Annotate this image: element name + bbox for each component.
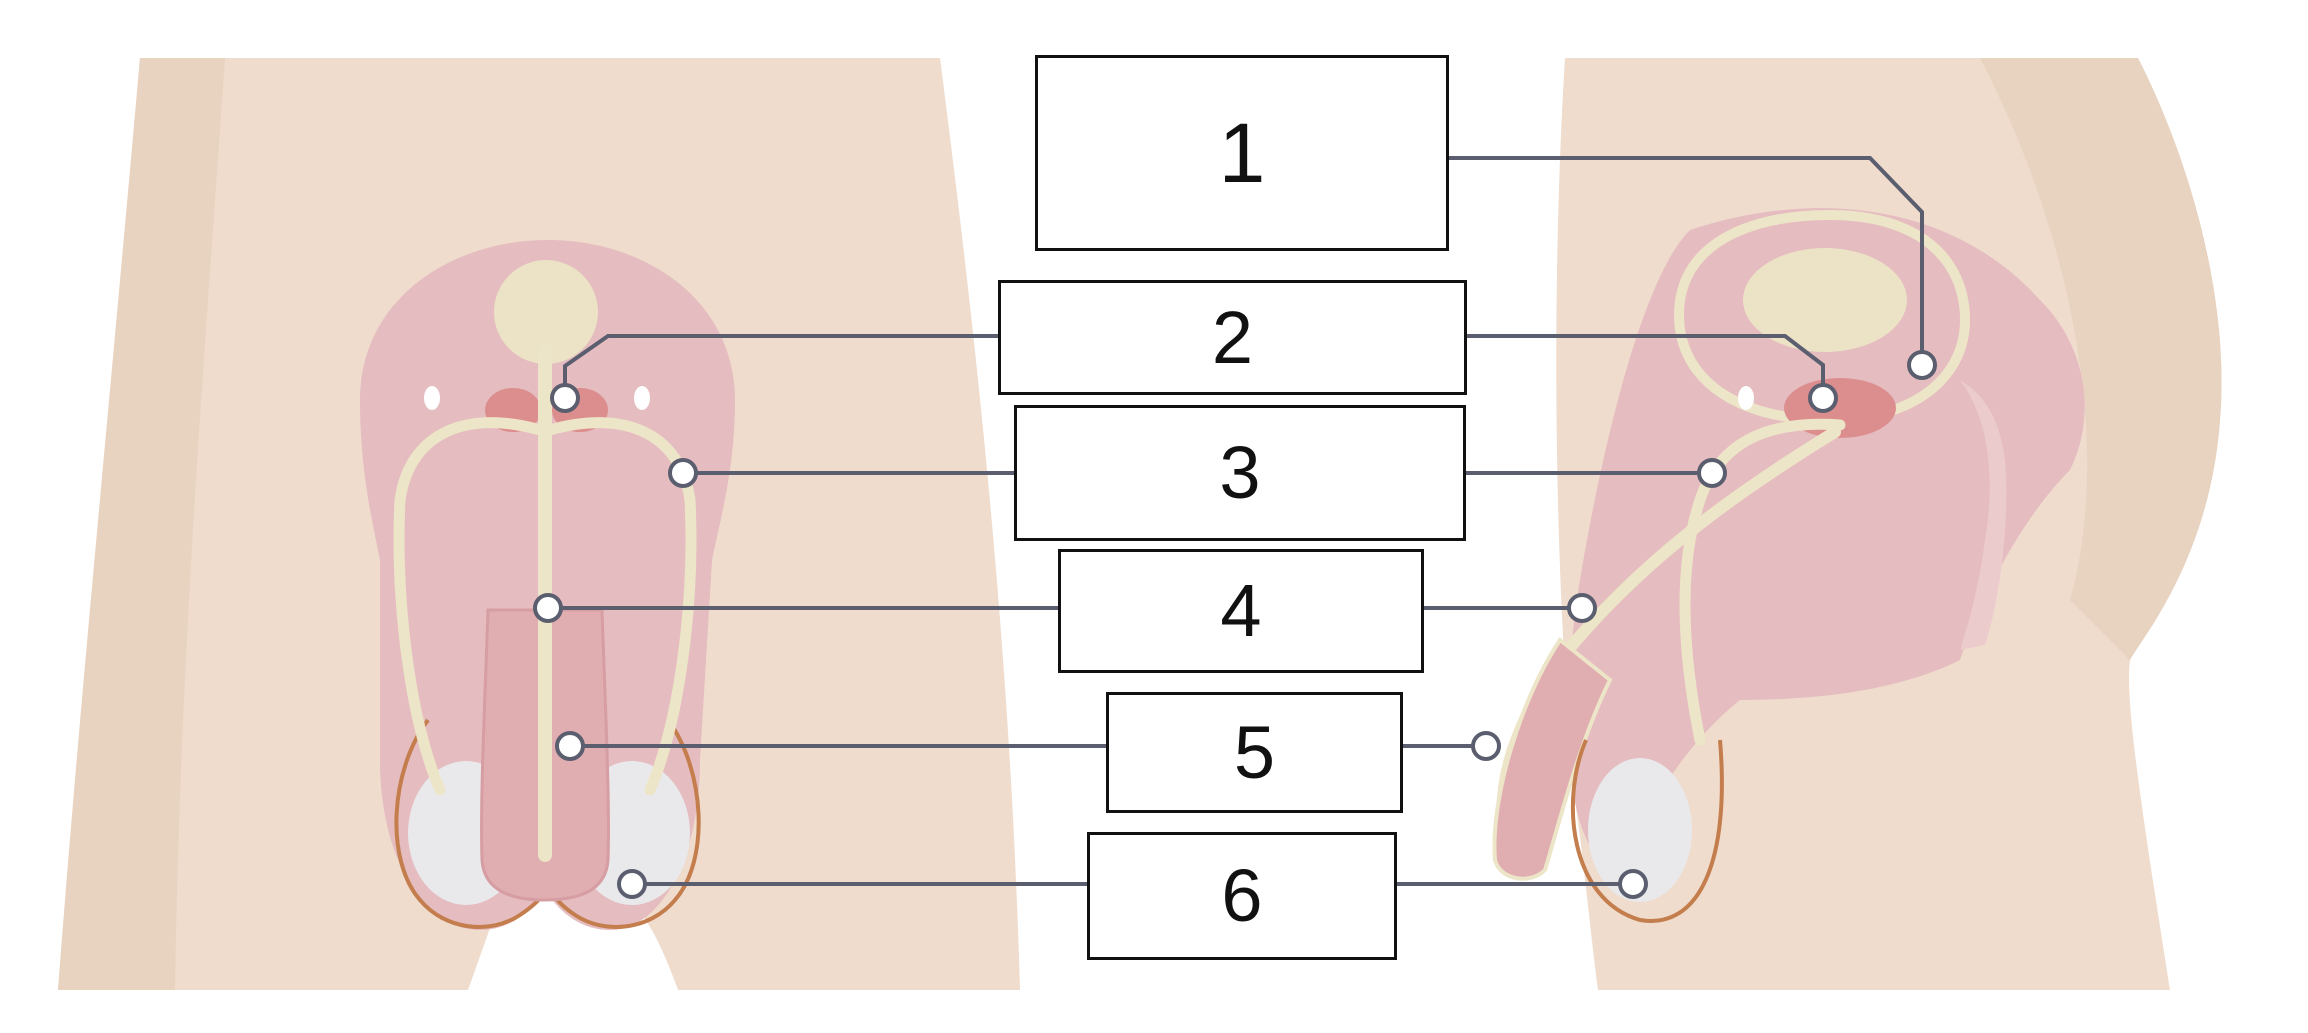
label-box-1[interactable]: 1 <box>1035 55 1449 251</box>
side-body-shade <box>1980 58 2222 660</box>
front-vas-deferens-left <box>393 417 546 796</box>
label-text-5: 5 <box>1233 710 1276 794</box>
side-bladder-outline <box>1674 209 1971 426</box>
side-view <box>1492 58 2222 990</box>
marker-1-side <box>1907 350 1937 380</box>
marker-4-front <box>533 593 563 623</box>
front-view <box>58 58 1020 990</box>
marker-5-side <box>1471 731 1501 761</box>
label-box-5[interactable]: 5 <box>1106 692 1403 813</box>
marker-3-side <box>1697 458 1727 488</box>
front-seminal-vesicle-left <box>424 386 440 410</box>
side-seminal-vesicle <box>1738 386 1754 410</box>
marker-2-side <box>1808 383 1838 413</box>
label-text-2: 2 <box>1211 295 1254 379</box>
marker-6-front <box>617 869 647 899</box>
side-testis <box>1588 758 1692 902</box>
side-tissue-highlight <box>1960 380 2007 650</box>
leader-line-1-right <box>1449 156 1924 365</box>
leader-line-2-right <box>1467 334 1825 398</box>
leader-endpoints <box>533 350 1937 899</box>
label-box-4[interactable]: 4 <box>1058 549 1424 673</box>
side-vas-deferens <box>1679 418 1846 746</box>
leader-line-2-left <box>563 334 998 398</box>
marker-3-front <box>668 458 698 488</box>
label-text-1: 1 <box>1218 106 1266 200</box>
marker-6-side <box>1618 869 1648 899</box>
front-body-shade <box>58 58 225 990</box>
label-box-6[interactable]: 6 <box>1087 832 1397 960</box>
label-text-3: 3 <box>1219 431 1261 514</box>
label-text-4: 4 <box>1220 569 1262 652</box>
label-box-3[interactable]: 3 <box>1014 405 1466 541</box>
front-bladder <box>494 260 598 364</box>
leader-lines <box>548 156 1924 886</box>
label-text-6: 6 <box>1221 854 1263 937</box>
marker-4-side <box>1567 593 1597 623</box>
side-scrotum-outline <box>1570 739 1724 923</box>
label-box-2[interactable]: 2 <box>998 280 1467 395</box>
marker-5-front <box>555 731 585 761</box>
side-bladder <box>1743 248 1907 352</box>
marker-2-front <box>550 383 580 413</box>
front-vas-deferens-right <box>544 417 697 796</box>
front-seminal-vesicle-right <box>634 386 650 410</box>
